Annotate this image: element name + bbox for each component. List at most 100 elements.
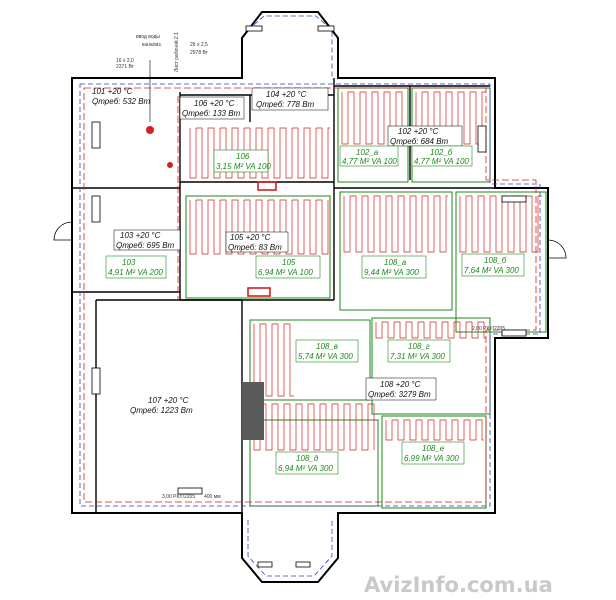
room-label-105: 105 +20 °C Qтреб: 83 Вт xyxy=(225,231,289,253)
room-label-101: 101 +20 °C Qтреб: 532 Вт xyxy=(92,87,151,106)
room-label-104: 104 +20 °C Qтреб: 778 Вт xyxy=(251,87,329,111)
svg-text:2,00 РКУ/2205: 2,00 РКУ/2205 xyxy=(472,326,505,332)
svg-text:108_б: 108_б xyxy=(484,256,507,265)
svg-text:9,44 M² VA 300: 9,44 M² VA 300 xyxy=(364,268,419,277)
door-left xyxy=(53,221,73,241)
manifold-lower xyxy=(247,287,271,297)
svg-text:Qтреб: 684 Вт: Qтреб: 684 Вт xyxy=(390,137,449,146)
heating-loop-z105 xyxy=(189,199,329,255)
zone-label-103: 103 4,91 M² VA 200 xyxy=(105,255,167,279)
svg-text:105 +20 °C: 105 +20 °C xyxy=(230,233,271,242)
svg-text:6,94 M² VA 100: 6,94 M² VA 100 xyxy=(258,268,313,277)
zone-label-102b: 102_б 4,77 M² VA 100 xyxy=(411,145,473,167)
svg-text:16 x 2,0: 16 x 2,0 xyxy=(116,58,134,64)
svg-text:108_в: 108_в xyxy=(316,342,338,351)
radiator-bay-top-right xyxy=(317,25,335,32)
svg-text:105: 105 xyxy=(282,258,296,267)
zone-label-106: 106 3,15 M² VA 100 xyxy=(213,149,271,173)
svg-text:26 x 2,5: 26 x 2,5 xyxy=(190,42,208,48)
zone-label-108b: 108_б 7,64 M² VA 300 xyxy=(461,253,525,277)
svg-text:Qтреб: 695 Вт: Qтреб: 695 Вт xyxy=(116,241,175,250)
heating-loop-z108v xyxy=(253,323,294,397)
svg-text:4,77 M² VA 100: 4,77 M² VA 100 xyxy=(342,157,397,166)
svg-text:5,74 M² VA 300: 5,74 M² VA 300 xyxy=(298,352,353,361)
radiator-bay-bottom-left xyxy=(257,561,273,568)
radiator-bay-bottom-right xyxy=(295,561,311,568)
small-annotations: ввод воды канализ. 26 x 2,5 2978 Вт 16 x… xyxy=(116,32,505,500)
svg-text:400 мм: 400 мм xyxy=(204,494,221,500)
watermark: AvizInfo.com.ua xyxy=(364,573,553,597)
svg-text:6,99 M² VA 300: 6,99 M² VA 300 xyxy=(404,454,459,463)
heating-loop-z108g xyxy=(375,321,486,339)
svg-text:7,64 M² VA 300: 7,64 M² VA 300 xyxy=(464,266,519,275)
radiator-107 xyxy=(91,367,101,395)
radiator-103 xyxy=(91,195,101,223)
heating-loop-z106 xyxy=(189,127,330,179)
svg-text:108 +20 °C: 108 +20 °C xyxy=(380,380,421,389)
svg-text:Qтреб: 133 Вт: Qтреб: 133 Вт xyxy=(182,109,241,118)
radiators xyxy=(91,25,527,568)
svg-text:Qтреб: 1223 Вт: Qтреб: 1223 Вт xyxy=(130,406,193,415)
svg-text:108_г: 108_г xyxy=(408,342,430,351)
room-label-103: 103 +20 °C Qтреб: 695 Вт xyxy=(113,229,181,251)
svg-text:103: 103 xyxy=(122,258,136,267)
svg-text:103 +20 °C: 103 +20 °C xyxy=(120,231,161,240)
svg-text:107 +20 °C: 107 +20 °C xyxy=(148,396,189,405)
heating-loop-z108a xyxy=(343,195,448,253)
manifolds xyxy=(247,181,277,297)
svg-text:102 +20 °C: 102 +20 °C xyxy=(398,127,439,136)
radiator-101 xyxy=(91,121,101,149)
radiator-108b xyxy=(501,195,527,203)
radiator-107-bottom xyxy=(177,487,203,495)
radiator-102 xyxy=(477,125,487,153)
svg-text:108_д: 108_д xyxy=(296,454,319,463)
room-label-106: 106 +20 °C Qтреб: 133 Вт xyxy=(179,96,245,120)
svg-text:Qтреб: 83 Вт: Qтреб: 83 Вт xyxy=(228,243,282,252)
radiator-bay-top-left xyxy=(245,25,263,32)
svg-text:2371 Вт: 2371 Вт xyxy=(116,64,135,70)
svg-text:108_е: 108_е xyxy=(422,444,445,453)
heat-unit-107 xyxy=(242,382,264,440)
heating-loop-z108b xyxy=(459,195,542,253)
door-right xyxy=(547,239,567,259)
outer-walls xyxy=(71,11,549,583)
svg-text:4,91 M² VA 200: 4,91 M² VA 200 xyxy=(108,268,163,277)
room-label-107: 107 +20 °C Qтреб: 1223 Вт xyxy=(130,396,193,415)
zone-label-108e: 108_е 6,99 M² VA 300 xyxy=(401,441,465,465)
svg-text:Qтреб: 778 Вт: Qтреб: 778 Вт xyxy=(256,100,315,109)
svg-text:ввод воды: ввод воды xyxy=(136,34,160,40)
zone-label-108g: 108_г 7,31 M² VA 300 xyxy=(387,339,451,363)
svg-text:108_а: 108_а xyxy=(384,258,407,267)
water-inlet xyxy=(146,60,173,168)
svg-text:101 +20 °C: 101 +20 °C xyxy=(92,87,133,96)
radiator-108b-lower xyxy=(501,329,527,337)
svg-text:3,15 M² VA 100: 3,15 M² VA 100 xyxy=(216,162,271,171)
svg-text:102_б: 102_б xyxy=(430,148,453,157)
zone-label-108a: 108_а 9,44 M² VA 300 xyxy=(361,255,427,279)
svg-text:102_a: 102_a xyxy=(356,148,379,157)
doors xyxy=(53,221,567,259)
svg-text:7,31 M² VA 300: 7,31 M² VA 300 xyxy=(390,352,445,361)
heating-loop-z108d xyxy=(253,403,375,451)
heating-loop-z102b xyxy=(415,91,486,145)
heating-loop-z108e xyxy=(385,419,484,441)
svg-text:Qтреб: 532 Вт: Qтреб: 532 Вт xyxy=(92,97,151,106)
svg-text:104 +20 °C: 104 +20 °C xyxy=(266,90,307,99)
zone-label-102a: 102_a 4,77 M² VA 100 xyxy=(339,145,399,167)
svg-text:Лист рабочий 2.1: Лист рабочий 2.1 xyxy=(173,32,180,72)
zone-label-105: 105 6,94 M² VA 100 xyxy=(255,255,321,279)
svg-text:106: 106 xyxy=(236,152,250,161)
svg-text:6,94 M² VA 300: 6,94 M² VA 300 xyxy=(278,464,333,473)
svg-text:106 +20 °C: 106 +20 °C xyxy=(194,99,235,108)
room-label-108: 108 +20 °C Qтреб: 3279 Вт xyxy=(365,377,437,401)
room-label-102: 102 +20 °C Qтреб: 684 Вт xyxy=(387,125,463,147)
zone-label-108v: 108_в 5,74 M² VA 300 xyxy=(295,339,359,363)
svg-text:4,77 M² VA 100: 4,77 M² VA 100 xyxy=(414,157,469,166)
supply-lines xyxy=(79,15,541,577)
return-lines xyxy=(83,87,537,503)
svg-text:2978 Вт: 2978 Вт xyxy=(190,50,209,56)
svg-text:Qтреб: 3279 Вт: Qтреб: 3279 Вт xyxy=(368,390,431,399)
zone-label-108d: 108_д 6,94 M² VA 300 xyxy=(275,451,339,475)
